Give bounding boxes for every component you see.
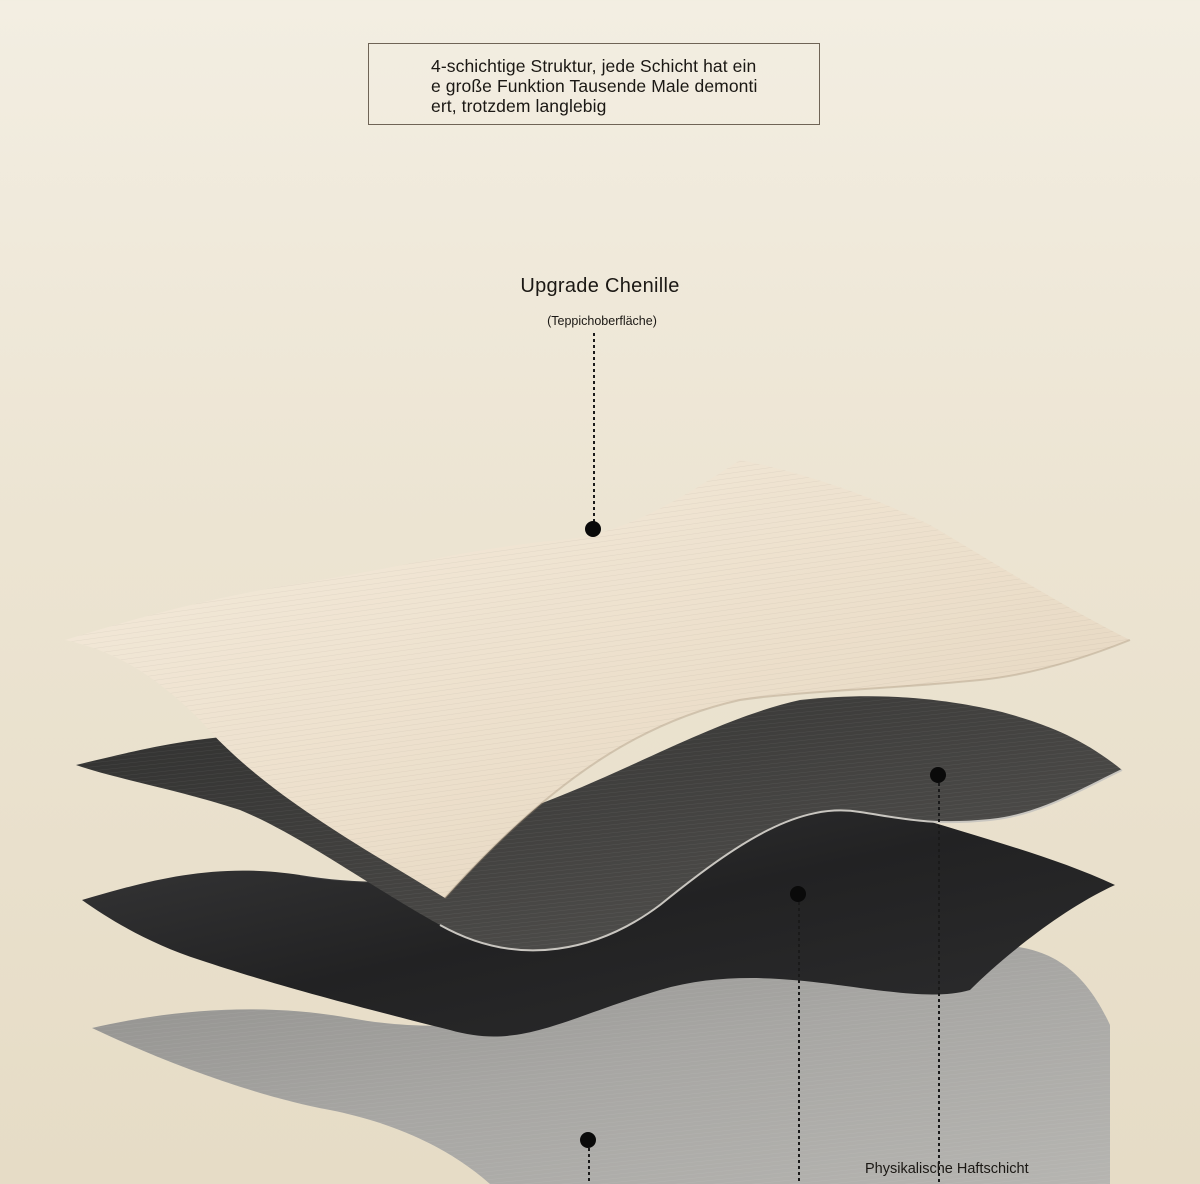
top-layer-subtitle: (Teppichoberfläche) — [547, 314, 657, 328]
bottom-layer-label: Physikalische Haftschicht — [865, 1161, 1029, 1177]
leader-line-grey-felt — [580, 1132, 596, 1184]
leader-line-dark-textile — [930, 767, 946, 1184]
marker-dot-chenille — [585, 521, 601, 537]
headline-text: 4-schichtige Struktur, jede Schicht hat … — [431, 56, 758, 116]
marker-dot-grey-felt — [580, 1132, 596, 1148]
leader-line-chenille — [585, 333, 601, 537]
top-layer-title: Upgrade Chenille — [520, 275, 680, 297]
layer-chenille — [65, 460, 1131, 899]
layer-grey-felt — [92, 945, 1110, 1184]
marker-dot-dark-textile — [930, 767, 946, 783]
headline-box: 4-schichtige Struktur, jede Schicht hat … — [368, 43, 820, 125]
leader-line-black-film — [790, 886, 806, 1184]
marker-dot-black-film — [790, 886, 806, 902]
